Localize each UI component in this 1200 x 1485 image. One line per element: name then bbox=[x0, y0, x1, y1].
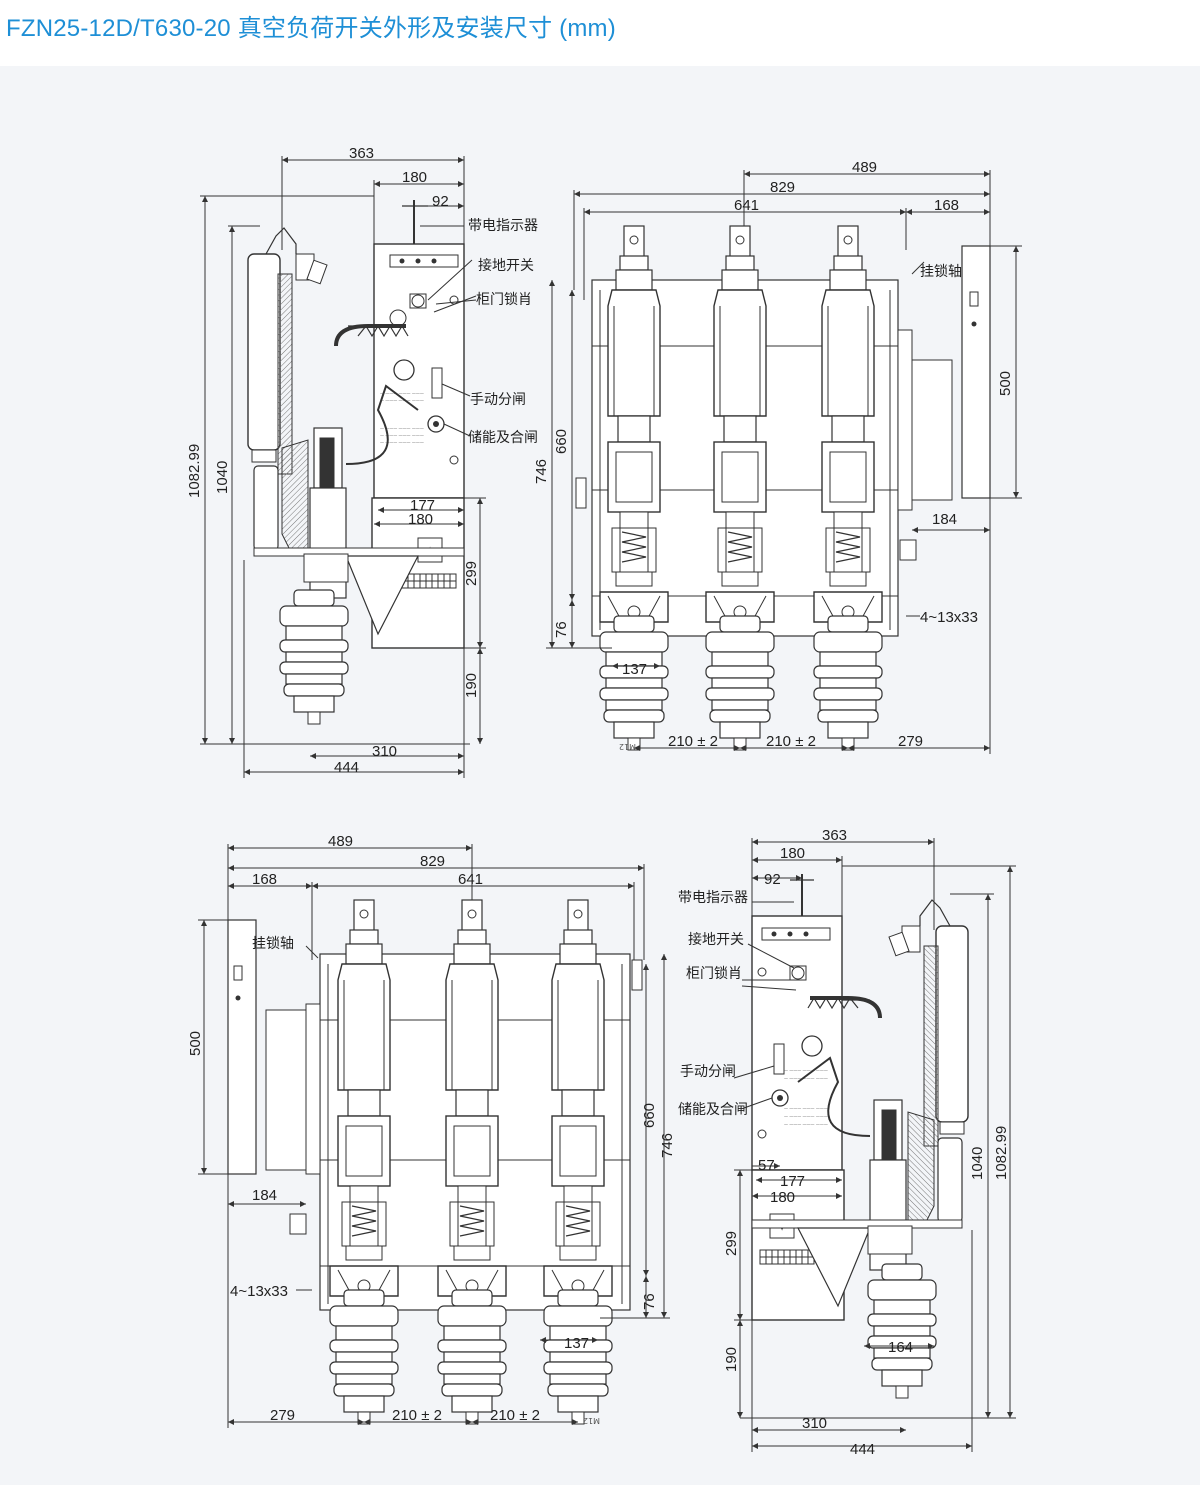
page-title: FZN25-12D/T630-20 真空负荷开关外形及安装尺寸 (mm) bbox=[6, 15, 616, 42]
dim-184: 184 bbox=[932, 511, 957, 528]
dim-279: 279 bbox=[898, 733, 923, 750]
dim-180: 180 bbox=[780, 845, 805, 862]
label-earthing-switch: 接地开关 bbox=[478, 257, 534, 274]
dim-641: 641 bbox=[734, 197, 759, 214]
svg-text:— ——— ——— ———: — ——— ——— ——— bbox=[784, 1114, 828, 1119]
dim-299: 299 bbox=[723, 1231, 740, 1256]
dim-829: 829 bbox=[770, 179, 795, 196]
dim-363: 363 bbox=[349, 145, 374, 162]
dim-310: 310 bbox=[802, 1415, 827, 1432]
label-manual-open: 手动分闸 bbox=[680, 1064, 736, 1080]
dim-746: 746 bbox=[533, 459, 550, 484]
side-view-right: — ——— ——— ——— — ——— ——— ——— — ——— ——— ———… bbox=[678, 827, 1016, 1458]
dim-363: 363 bbox=[822, 827, 847, 844]
label-live-indicator: 带电指示器 bbox=[468, 218, 538, 234]
dim-500: 500 bbox=[187, 1031, 204, 1056]
label-door-lock-pin: 柜门锁肖 bbox=[476, 292, 532, 308]
dim-holes: 4~13x33 bbox=[230, 1283, 288, 1300]
dim-746: 746 bbox=[659, 1133, 676, 1158]
dim-210-b: 210 ± 2 bbox=[766, 733, 816, 750]
dim-444: 444 bbox=[850, 1441, 875, 1458]
label-manual-open: 手动分闸 bbox=[470, 392, 526, 408]
label-m12: M12 bbox=[583, 1416, 600, 1425]
label-charge-close: 储能及合闸 bbox=[678, 1102, 748, 1118]
dim-holes: 4~13x33 bbox=[920, 609, 978, 626]
dim-500: 500 bbox=[997, 371, 1014, 396]
svg-text:— ——— ——— ———: — ——— ——— ——— bbox=[784, 1068, 828, 1073]
dim-660: 660 bbox=[553, 429, 570, 454]
front-view-right: 489 829 641 168 500 184 746 660 76 137 2… bbox=[533, 159, 1022, 754]
dim-1082-99: 1082.99 bbox=[993, 1126, 1010, 1180]
label-earthing-switch: 接地开关 bbox=[688, 931, 744, 948]
svg-text:— ——— ——— ———: — ——— ——— ——— bbox=[784, 1076, 828, 1081]
dim-137: 137 bbox=[564, 1335, 589, 1352]
dim-164: 164 bbox=[888, 1339, 913, 1356]
dim-57: 57 bbox=[758, 1157, 775, 1174]
dim-210-b: 210 ± 2 bbox=[490, 1407, 540, 1424]
dim-76: 76 bbox=[641, 1293, 658, 1310]
dim-137: 137 bbox=[622, 661, 647, 678]
dim-190: 190 bbox=[463, 673, 480, 698]
label-padlock-shaft: 挂锁轴 bbox=[920, 264, 962, 280]
svg-text:— ——— ——— ———: — ——— ——— ——— bbox=[380, 398, 424, 403]
dim-177: 177 bbox=[780, 1173, 805, 1190]
svg-text:— ——— ——— ———: — ——— ——— ——— bbox=[380, 440, 424, 445]
svg-text:— ——— ——— ———: — ——— ——— ——— bbox=[784, 1106, 828, 1111]
dim-299: 299 bbox=[463, 561, 480, 586]
dim-279: 279 bbox=[270, 1407, 295, 1424]
label-padlock-shaft: 挂锁轴 bbox=[252, 936, 294, 952]
dim-184: 184 bbox=[252, 1187, 277, 1204]
dim-444: 444 bbox=[334, 759, 359, 776]
dim-1082-99: 1082.99 bbox=[186, 444, 203, 498]
dim-210-a: 210 ± 2 bbox=[392, 1407, 442, 1424]
dim-829: 829 bbox=[420, 853, 445, 870]
dim-168: 168 bbox=[934, 197, 959, 214]
dim-210-a: 210 ± 2 bbox=[668, 733, 718, 750]
svg-text:— ——— ——— ———: — ——— ——— ——— bbox=[380, 426, 424, 431]
dim-180-bottom: 180 bbox=[770, 1189, 795, 1206]
dim-177: 177 bbox=[410, 497, 435, 514]
side-view-left: — ——— ——— ——— — ——— ——— ——— — ——— ——— ———… bbox=[186, 145, 538, 778]
dim-76: 76 bbox=[553, 621, 570, 638]
dim-1040: 1040 bbox=[214, 461, 231, 494]
svg-text:— ——— ——— ———: — ——— ——— ——— bbox=[380, 433, 424, 438]
dim-92: 92 bbox=[764, 871, 781, 888]
dim-489: 489 bbox=[328, 833, 353, 850]
dim-641: 641 bbox=[458, 871, 483, 888]
svg-text:— ——— ——— ———: — ——— ——— ——— bbox=[784, 1122, 828, 1127]
dim-660: 660 bbox=[641, 1103, 658, 1128]
front-view-left: 489 829 168 641 500 184 660 746 76 137 4… bbox=[187, 833, 676, 1428]
label-charge-close: 储能及合闸 bbox=[468, 430, 538, 446]
dim-1040: 1040 bbox=[969, 1147, 986, 1180]
dim-310: 310 bbox=[372, 743, 397, 760]
dim-489: 489 bbox=[852, 159, 877, 176]
label-m12: M12 bbox=[619, 742, 636, 751]
dim-190: 190 bbox=[723, 1347, 740, 1372]
svg-text:— ——— ——— ———: — ——— ——— ——— bbox=[380, 391, 424, 396]
label-live-indicator: 带电指示器 bbox=[678, 890, 748, 906]
dim-92: 92 bbox=[432, 193, 449, 210]
dim-180-bottom: 180 bbox=[408, 511, 433, 528]
dim-180: 180 bbox=[402, 169, 427, 186]
label-door-lock-pin: 柜门锁肖 bbox=[686, 966, 742, 982]
dim-168: 168 bbox=[252, 871, 277, 888]
